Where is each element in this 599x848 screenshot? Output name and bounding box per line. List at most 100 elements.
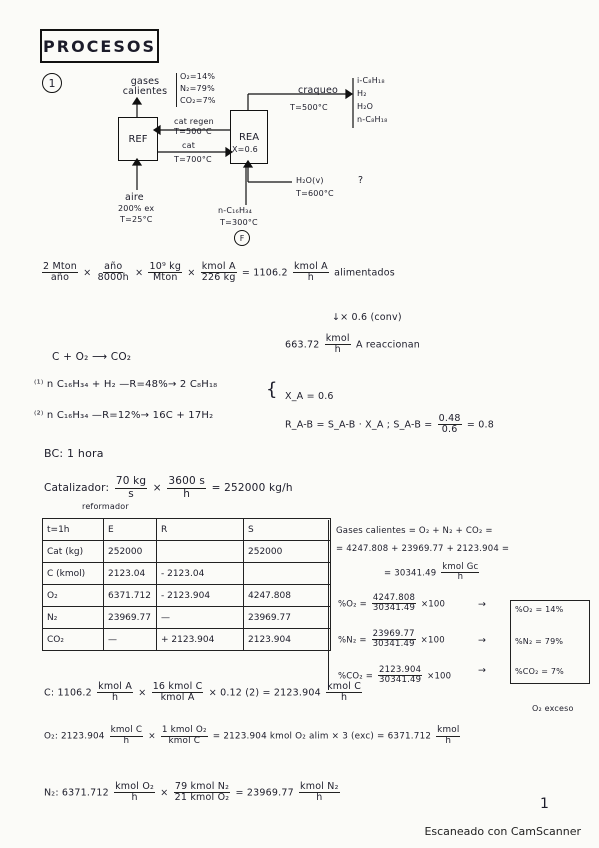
num: kmol A bbox=[200, 261, 237, 274]
table-cell: - 2123.904 bbox=[156, 584, 244, 607]
aire-temp: T=25°C bbox=[120, 215, 153, 224]
diagram-arrows bbox=[131, 78, 354, 205]
den: 21 kmol O₂ bbox=[174, 792, 230, 804]
catalyst-prefix: Catalizador: bbox=[44, 482, 110, 495]
table-row: N₂ 23969.77 — 23969.77 bbox=[42, 606, 331, 629]
prefix: O₂: 2123.904 bbox=[44, 731, 105, 742]
table-cell bbox=[156, 540, 244, 563]
num: 16 kmol C bbox=[151, 681, 204, 694]
table-header: t=1h bbox=[42, 518, 104, 541]
selectivity-result: = 0.8 bbox=[466, 419, 494, 431]
table-cell: + 2123.904 bbox=[156, 628, 244, 651]
water-temp: T=600°C bbox=[296, 189, 334, 198]
num: kmol N₂ bbox=[299, 781, 340, 794]
den: h bbox=[111, 692, 119, 704]
den: h bbox=[457, 572, 464, 583]
reaction-1: ⁽¹⁾ n C₁₆H₃₄ + H₂ —R=48%→ 2 C₈H₁₈ bbox=[34, 379, 218, 390]
table-cell bbox=[243, 562, 331, 585]
reaction-combustion: C + O₂ ⟶ CO₂ bbox=[52, 351, 132, 363]
results-box bbox=[510, 600, 590, 684]
product-2: H₂ bbox=[357, 89, 367, 98]
num: kmol bbox=[436, 725, 461, 737]
num: 79 kmol N₂ bbox=[173, 781, 231, 794]
table-cell: — bbox=[156, 606, 244, 629]
arrow-icon: → bbox=[478, 599, 487, 610]
den: s bbox=[128, 487, 134, 500]
table-header-row: t=1h E R S bbox=[42, 518, 331, 541]
mid: = 23969.77 bbox=[235, 787, 294, 799]
num: kmol bbox=[324, 333, 351, 346]
scanner-watermark: Escaneado con CamScanner bbox=[424, 825, 581, 838]
product-3: H₂O bbox=[357, 102, 374, 111]
mid: = 2123.904 kmol O₂ alim × 3 (exc) = 6371… bbox=[212, 731, 432, 742]
aire-excess: 200% ex bbox=[118, 204, 155, 213]
times: ×100 bbox=[420, 599, 446, 610]
feed-tail: alimentados bbox=[334, 267, 395, 279]
reacted-tail: A reaccionan bbox=[355, 339, 420, 351]
prefix: C: 1106.2 bbox=[44, 687, 92, 699]
num: kmol O₂ bbox=[114, 781, 156, 794]
gases-co2: CO₂=7% bbox=[180, 96, 216, 105]
gases-total-line1: Gases calientes = O₂ + N₂ + CO₂ = bbox=[336, 526, 493, 536]
cracking-label: craqueo bbox=[298, 85, 339, 96]
result-n2: %N₂ = 79% bbox=[515, 637, 564, 646]
num: 0.48 bbox=[437, 413, 462, 426]
table-cell: C (kmol) bbox=[42, 562, 104, 585]
cat-temp: T=700°C bbox=[174, 155, 212, 164]
mid: × 0.12 (2) = 2123.904 bbox=[208, 687, 321, 699]
num: kmol Gc bbox=[441, 562, 480, 574]
rea-label: REA bbox=[238, 131, 260, 143]
product-1: i-C₈H₁₈ bbox=[357, 76, 385, 85]
den: Mton bbox=[153, 272, 178, 284]
table-cell: 252000 bbox=[243, 540, 331, 563]
problem-number: 1 bbox=[42, 73, 62, 93]
num: 4247.808 bbox=[371, 593, 417, 605]
den: 0.6 bbox=[441, 424, 458, 436]
den: kmol C bbox=[168, 735, 201, 746]
den: h bbox=[340, 692, 348, 704]
table-cell: CO₂ bbox=[42, 628, 104, 651]
den: h bbox=[445, 735, 452, 746]
table-cell: O₂ bbox=[42, 584, 104, 607]
brace: { bbox=[266, 379, 278, 400]
water-label: H₂O(v) bbox=[296, 176, 324, 185]
feed-temp: T=300°C bbox=[220, 218, 258, 227]
den: kmol A bbox=[160, 692, 195, 704]
den: h bbox=[307, 272, 315, 284]
num: 70 kg bbox=[114, 475, 148, 489]
result-co2: %CO₂ = 7% bbox=[515, 667, 564, 676]
table-cell: 252000 bbox=[103, 540, 157, 563]
prefix: N₂: 6371.712 bbox=[44, 787, 109, 799]
den: 226 kg bbox=[201, 272, 236, 284]
table-row: O₂ 6371.712 - 2123.904 4247.808 bbox=[42, 584, 331, 607]
table-cell: Cat (kg) bbox=[42, 540, 104, 563]
table-cell: 23969.77 bbox=[103, 606, 157, 629]
table-cell: — bbox=[103, 628, 157, 651]
rea-conversion: X=0.6 bbox=[232, 145, 258, 154]
label: %N₂ = bbox=[338, 635, 367, 646]
table-row: CO₂ — + 2123.904 2123.904 bbox=[42, 628, 331, 651]
table-cell: 4247.808 bbox=[243, 584, 331, 607]
